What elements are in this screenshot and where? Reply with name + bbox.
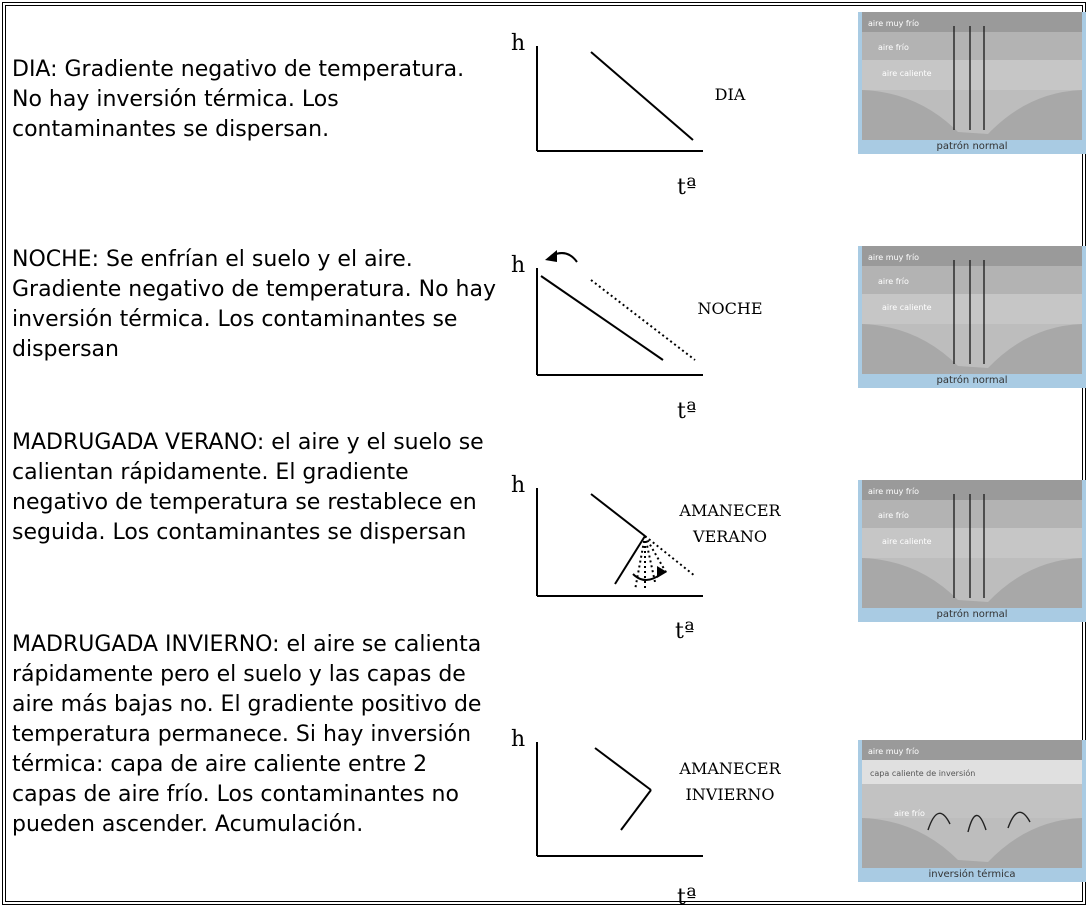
thumbnail-caption: patrón normal xyxy=(937,374,1008,386)
description-noche: NOCHE: Se enfrían el suelo y el aire. Gr… xyxy=(12,247,496,362)
x-axis-label: tª xyxy=(677,885,696,908)
graph-label-amanecer-verano: AMANECER VERANO xyxy=(660,498,800,550)
graph-label-line: VERANO xyxy=(693,527,767,546)
graph-label-dia: DIA xyxy=(660,82,800,108)
layer-label: aire caliente xyxy=(882,69,932,78)
layer-label: aire muy frío xyxy=(868,253,919,262)
graph-label-amanecer-invierno: AMANECER INVIERNO xyxy=(660,756,800,808)
inversion-line xyxy=(620,789,652,831)
graph-noche: h tª xyxy=(511,250,703,420)
graph-label-line: AMANECER xyxy=(679,759,781,778)
surface-line xyxy=(614,535,646,585)
layer-label: aire frío xyxy=(878,511,909,520)
description-amanecer-invierno: MADRUGADA INVIERNO: el aire se calienta … xyxy=(12,632,482,837)
sky-band-top xyxy=(862,12,1082,32)
x-axis-label: tª xyxy=(677,399,696,420)
layer-label: aire muy frío xyxy=(868,19,919,28)
description-amanecer-verano: MADRUGADA VERANO: el aire y el suelo se … xyxy=(12,430,484,545)
thumbnail-caption: inversión térmica xyxy=(928,868,1015,880)
y-axis-label: h xyxy=(511,253,525,278)
temperature-line xyxy=(594,747,652,791)
inversion-layer xyxy=(862,760,1082,784)
warming-arrow xyxy=(632,573,662,581)
valley xyxy=(862,324,1082,374)
valley xyxy=(862,558,1082,608)
sky-band-top xyxy=(862,480,1082,500)
temperature-line xyxy=(590,51,694,141)
thumbnail-amanecer-verano: aire muy frío aire frío aire caliente pa… xyxy=(858,480,1086,622)
thumbnail-amanecer-invierno: aire muy frío capa caliente de inversión… xyxy=(858,740,1086,882)
x-axis-label: tª xyxy=(677,175,696,200)
previous-temperature-line xyxy=(644,535,696,577)
layer-label: aire frío xyxy=(878,43,909,52)
graph-label-line: AMANECER xyxy=(679,501,781,520)
graph-amanecer-invierno: h tª xyxy=(511,727,703,908)
layer-label: aire caliente xyxy=(882,537,932,546)
sky-band-top xyxy=(862,246,1082,266)
graph-label-line: INVIERNO xyxy=(685,785,775,804)
graph-label-line: DIA xyxy=(714,85,746,104)
valley xyxy=(862,818,1082,868)
previous-temperature-line xyxy=(590,279,696,361)
arrow-head xyxy=(545,250,557,262)
layer-label: aire muy frío xyxy=(868,487,919,496)
y-axis-label: h xyxy=(511,31,525,56)
sky-band-top xyxy=(862,740,1082,760)
layer-label: capa caliente de inversión xyxy=(870,768,975,778)
temperature-line xyxy=(540,275,664,361)
layer-label: aire frío xyxy=(878,277,909,286)
y-axis-label: h xyxy=(511,473,525,498)
graph-label-line: NOCHE xyxy=(697,299,763,318)
layer-label: aire muy frío xyxy=(868,747,919,756)
temperature-line xyxy=(590,493,646,537)
x-axis-label: tª xyxy=(675,619,694,642)
thumbnail-caption: patrón normal xyxy=(937,608,1008,620)
graph-dia: h tª xyxy=(511,31,703,200)
graph-amanecer-verano: h tª xyxy=(511,473,703,642)
layer-label: aire caliente xyxy=(882,303,932,312)
layer-label: aire frío xyxy=(894,809,925,818)
arrow-head xyxy=(657,566,667,578)
y-axis-label: h xyxy=(511,727,525,752)
thumbnail-caption: patrón normal xyxy=(937,140,1008,152)
thumbnail-noche: aire muy frío aire frío aire caliente pa… xyxy=(858,246,1086,388)
thumbnail-dia: aire muy frío aire frío aire caliente pa… xyxy=(858,12,1086,154)
valley xyxy=(862,90,1082,140)
graph-label-noche: NOCHE xyxy=(660,296,800,322)
description-dia: DIA: Gradiente negativo de temperatura. … xyxy=(12,57,465,142)
